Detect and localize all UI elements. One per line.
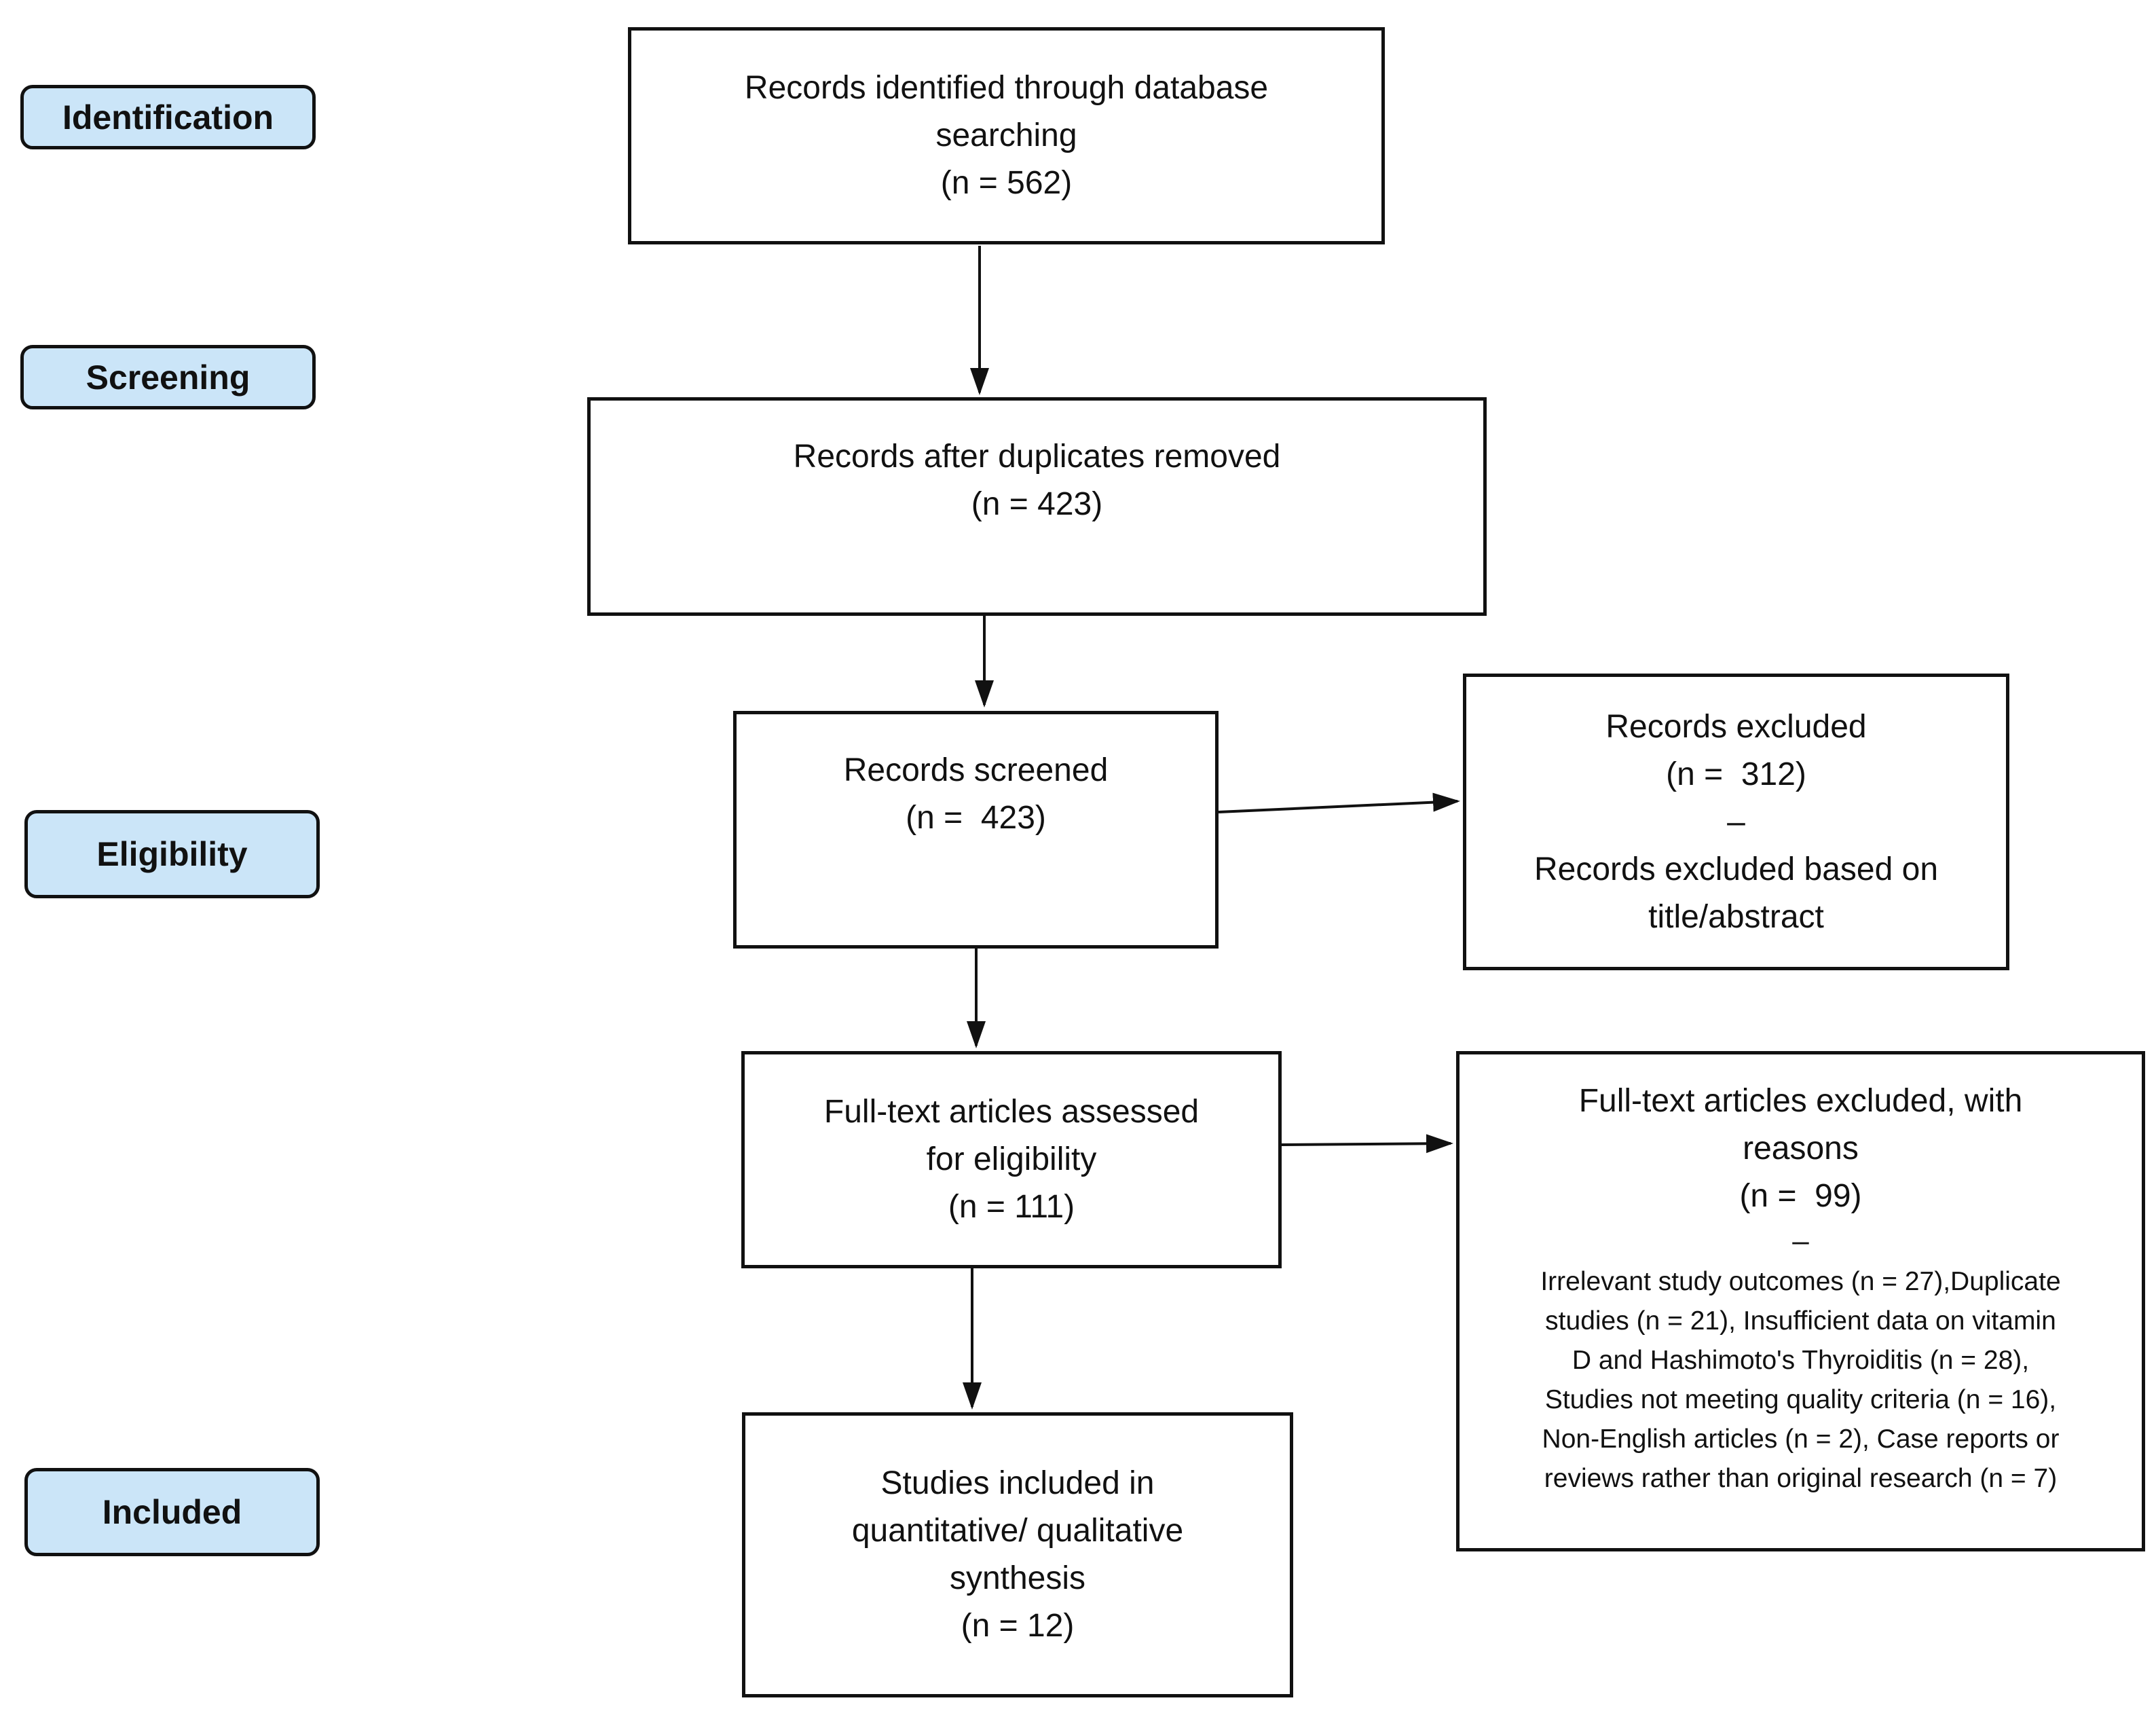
box-records-identified-text: Records identified through database sear… [744,70,1269,201]
box-fulltext-excluded-dash: – [1792,1224,1809,1257]
box-studies-included: Studies included in quantitative/ qualit… [742,1412,1293,1697]
box-fulltext-excluded: Full-text articles excluded, with reason… [1456,1051,2145,1551]
stage-label-screening-text: Screening [86,358,250,397]
stage-label-included-text: Included [102,1493,242,1531]
box-studies-included-text: Studies included in quantitative/ qualit… [851,1465,1184,1644]
box-fulltext-excluded-title: Full-text articles excluded, with reason… [1578,1083,2023,1214]
box-records-screened: Records screened (n = 423) [733,711,1219,949]
stage-label-screening: Screening [20,345,316,409]
box-fulltext-assessed: Full-text articles assessed for eligibil… [741,1051,1282,1268]
arrow-fulltext-to-excluded-reasons [1281,1134,1453,1154]
stage-label-eligibility: Eligibility [24,810,320,898]
box-fulltext-assessed-text: Full-text articles assessed for eligibil… [823,1094,1200,1225]
box-duplicates-removed: Records after duplicates removed (n = 42… [587,397,1487,616]
stage-label-identification-text: Identification [62,98,274,136]
stage-label-included: Included [24,1468,320,1556]
box-fulltext-excluded-reasons: Irrelevant study outcomes (n = 27),Dupli… [1540,1267,2061,1493]
box-records-excluded: Records excluded (n = 312) – Records exc… [1463,674,2009,970]
box-records-screened-text: Records screened (n = 423) [843,752,1109,836]
box-records-identified: Records identified through database sear… [628,27,1385,244]
stage-label-identification: Identification [20,85,316,149]
arrow-screened-to-excluded [1218,792,1460,813]
box-duplicates-removed-text: Records after duplicates removed (n = 42… [793,439,1281,522]
box-records-excluded-text: Records excluded (n = 312) – Records exc… [1534,708,1939,935]
stage-label-eligibility-text: Eligibility [96,835,248,873]
